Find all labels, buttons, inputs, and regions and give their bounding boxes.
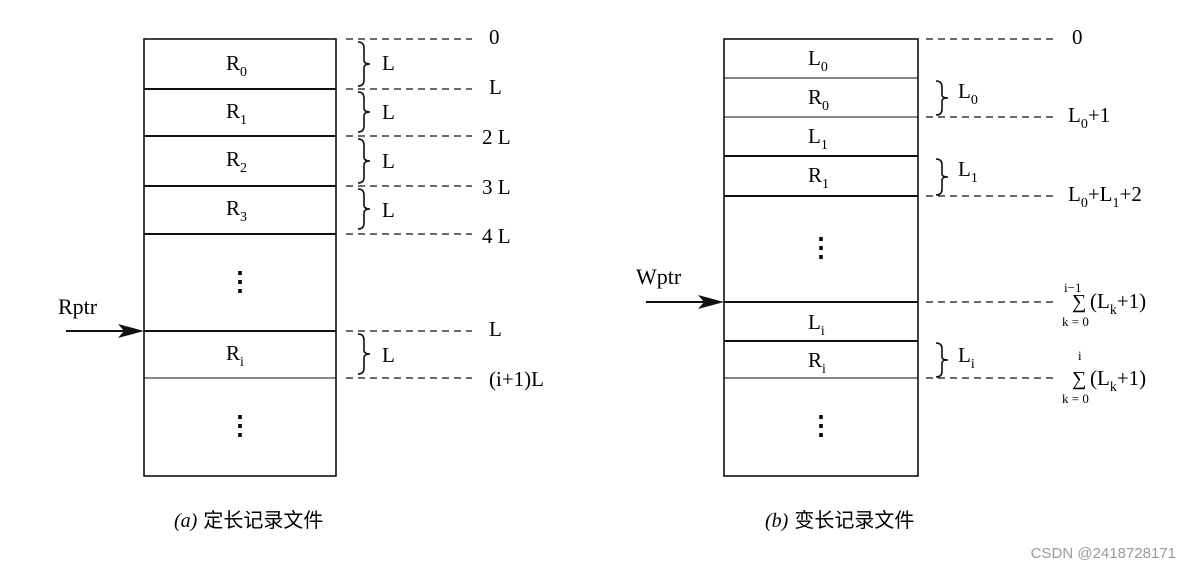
svg-text:∑: ∑ [1072,291,1086,313]
caption-a: (a)定长记录文件 [174,509,323,532]
brace-label: L [382,51,395,75]
file-a-box [143,38,337,477]
record-r3: R3 [226,196,247,225]
brace-label: L [382,343,395,367]
brace-label-l1: L1 [958,157,978,186]
arrowhead-icon [698,295,724,309]
file-b-box [723,38,919,477]
offset-b-sum-i-minus-1: i−1 ∑ k = 0 (Lk+1) [1062,280,1146,329]
brace-label: L [382,198,395,222]
arrowhead-icon [118,324,144,338]
record-r2: R2 [226,147,247,176]
cell-l0: L0 [808,46,828,75]
record-r1: R1 [226,99,247,128]
offset-b-sum-i: i ∑ k = 0 (Lk+1) [1062,348,1146,406]
offset-l-i: L [489,317,502,341]
ellipsis-a-1: ⋮ [227,267,253,296]
offset-b-0: 0 [1072,25,1083,49]
panel-b: L0 R0 L1 R1 Li Ri ⋮ ⋮ Wptr L0 L1 Li 0 [636,25,1146,532]
ellipsis-b-1: ⋮ [808,233,834,262]
offset-b-l0-l1-plus-2: L0+L1+2 [1068,182,1142,211]
offset-lines-b [926,38,1058,379]
cell-r1: R1 [808,163,829,192]
brace-label-l0: L0 [958,79,978,108]
ellipsis-a-2: ⋮ [227,411,253,440]
svg-text:k = 0: k = 0 [1062,314,1089,329]
watermark: CSDN @2418728171 [1031,545,1176,562]
panel-a: R0 R1 R2 R3 Ri ⋮ ⋮ Rptr L L [58,25,544,532]
brace-label-li: Li [958,343,975,372]
svg-text:(Lk+1): (Lk+1) [1090,366,1146,395]
braces-a [357,41,371,375]
offset-2l: 2 L [482,125,511,149]
record-ri: Ri [226,341,244,370]
offset-l: L [489,75,502,99]
braces-b [935,80,949,378]
offset-i1l: (i+1)L [489,367,544,391]
cell-l1: L1 [808,124,828,153]
brace-label: L [382,149,395,173]
cell-r0: R0 [808,85,829,114]
pointer-label-wptr: Wptr [636,264,682,289]
cell-ri: Ri [808,348,826,377]
pointer-label-rptr: Rptr [58,294,98,319]
brace-label: L [382,100,395,124]
ellipsis-b-2: ⋮ [808,411,834,440]
svg-text:k = 0: k = 0 [1062,391,1089,406]
offset-b-l0-plus-1: L0+1 [1068,103,1110,132]
offset-lines-a [346,38,472,379]
svg-text:(Lk+1): (Lk+1) [1090,289,1146,318]
svg-text:i−1: i−1 [1064,280,1081,295]
record-r0: R0 [226,51,247,80]
offset-0: 0 [489,25,500,49]
offset-3l: 3 L [482,175,511,199]
caption-b: (b)变长记录文件 [765,509,914,532]
offset-4l: 4 L [482,224,511,248]
svg-text:∑: ∑ [1072,368,1086,390]
svg-text:i: i [1078,348,1082,363]
cell-li: Li [808,310,825,339]
